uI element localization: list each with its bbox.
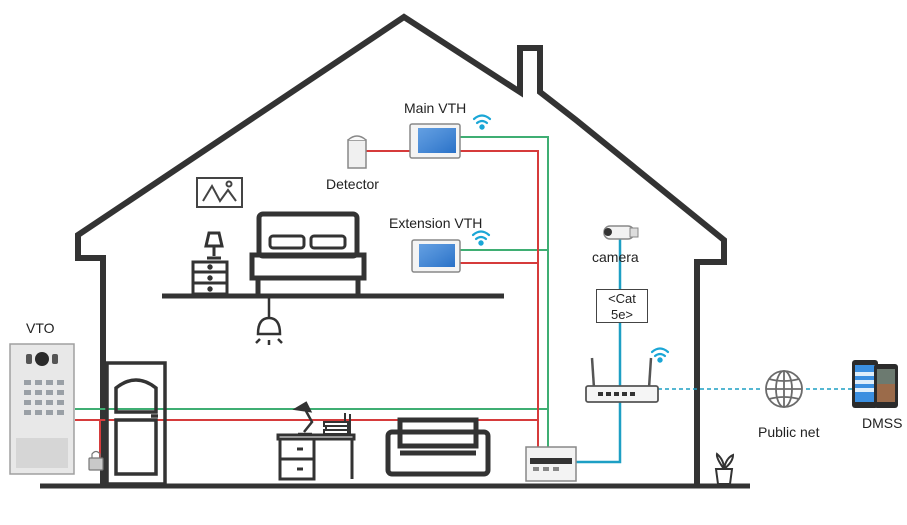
desk-icon <box>276 433 356 481</box>
main-vth-label: Main VTH <box>404 100 467 116</box>
sofa-icon <box>385 417 491 477</box>
phone-icon <box>852 360 878 408</box>
extension-vth-label: Extension VTH <box>389 215 483 231</box>
dmss-label: DMSS <box>862 415 903 431</box>
router-device <box>585 357 659 403</box>
pillow <box>268 234 306 250</box>
bed-icon <box>249 211 367 294</box>
main-vth-device <box>409 123 461 159</box>
phone-icon <box>874 364 898 408</box>
table-lamp-icon <box>204 231 224 260</box>
switch-device <box>525 446 577 482</box>
globe-icon <box>765 370 803 408</box>
wifi-icon <box>471 230 491 246</box>
books-icon <box>323 413 351 435</box>
extension-vth-device <box>411 239 461 273</box>
detector-icon <box>347 135 367 169</box>
vto-label: VTO <box>26 320 55 336</box>
ceiling-light-icon <box>255 298 283 345</box>
cable-type-line1: <Cat <box>608 291 636 306</box>
plant-icon <box>714 452 735 485</box>
camera-label: camera <box>592 249 639 265</box>
detector-label: Detector <box>326 176 379 192</box>
desk-lamp-icon <box>292 401 314 436</box>
nightstand-icon <box>191 260 229 296</box>
network-wires <box>576 236 622 464</box>
pillow <box>309 234 347 250</box>
cable-type-box: <Cat 5e> <box>596 289 648 323</box>
wifi-icon <box>472 114 492 130</box>
door-icon <box>105 361 167 486</box>
house-outline <box>75 13 727 485</box>
vto-device <box>9 343 75 475</box>
wifi-icon <box>650 347 670 363</box>
cable-type-line2: 5e> <box>610 307 634 322</box>
public-net-label: Public net <box>758 424 820 440</box>
camera-icon <box>603 225 639 240</box>
signal-wires <box>75 136 549 447</box>
lock-icon <box>88 450 104 471</box>
picture-frame-icon <box>196 177 243 208</box>
